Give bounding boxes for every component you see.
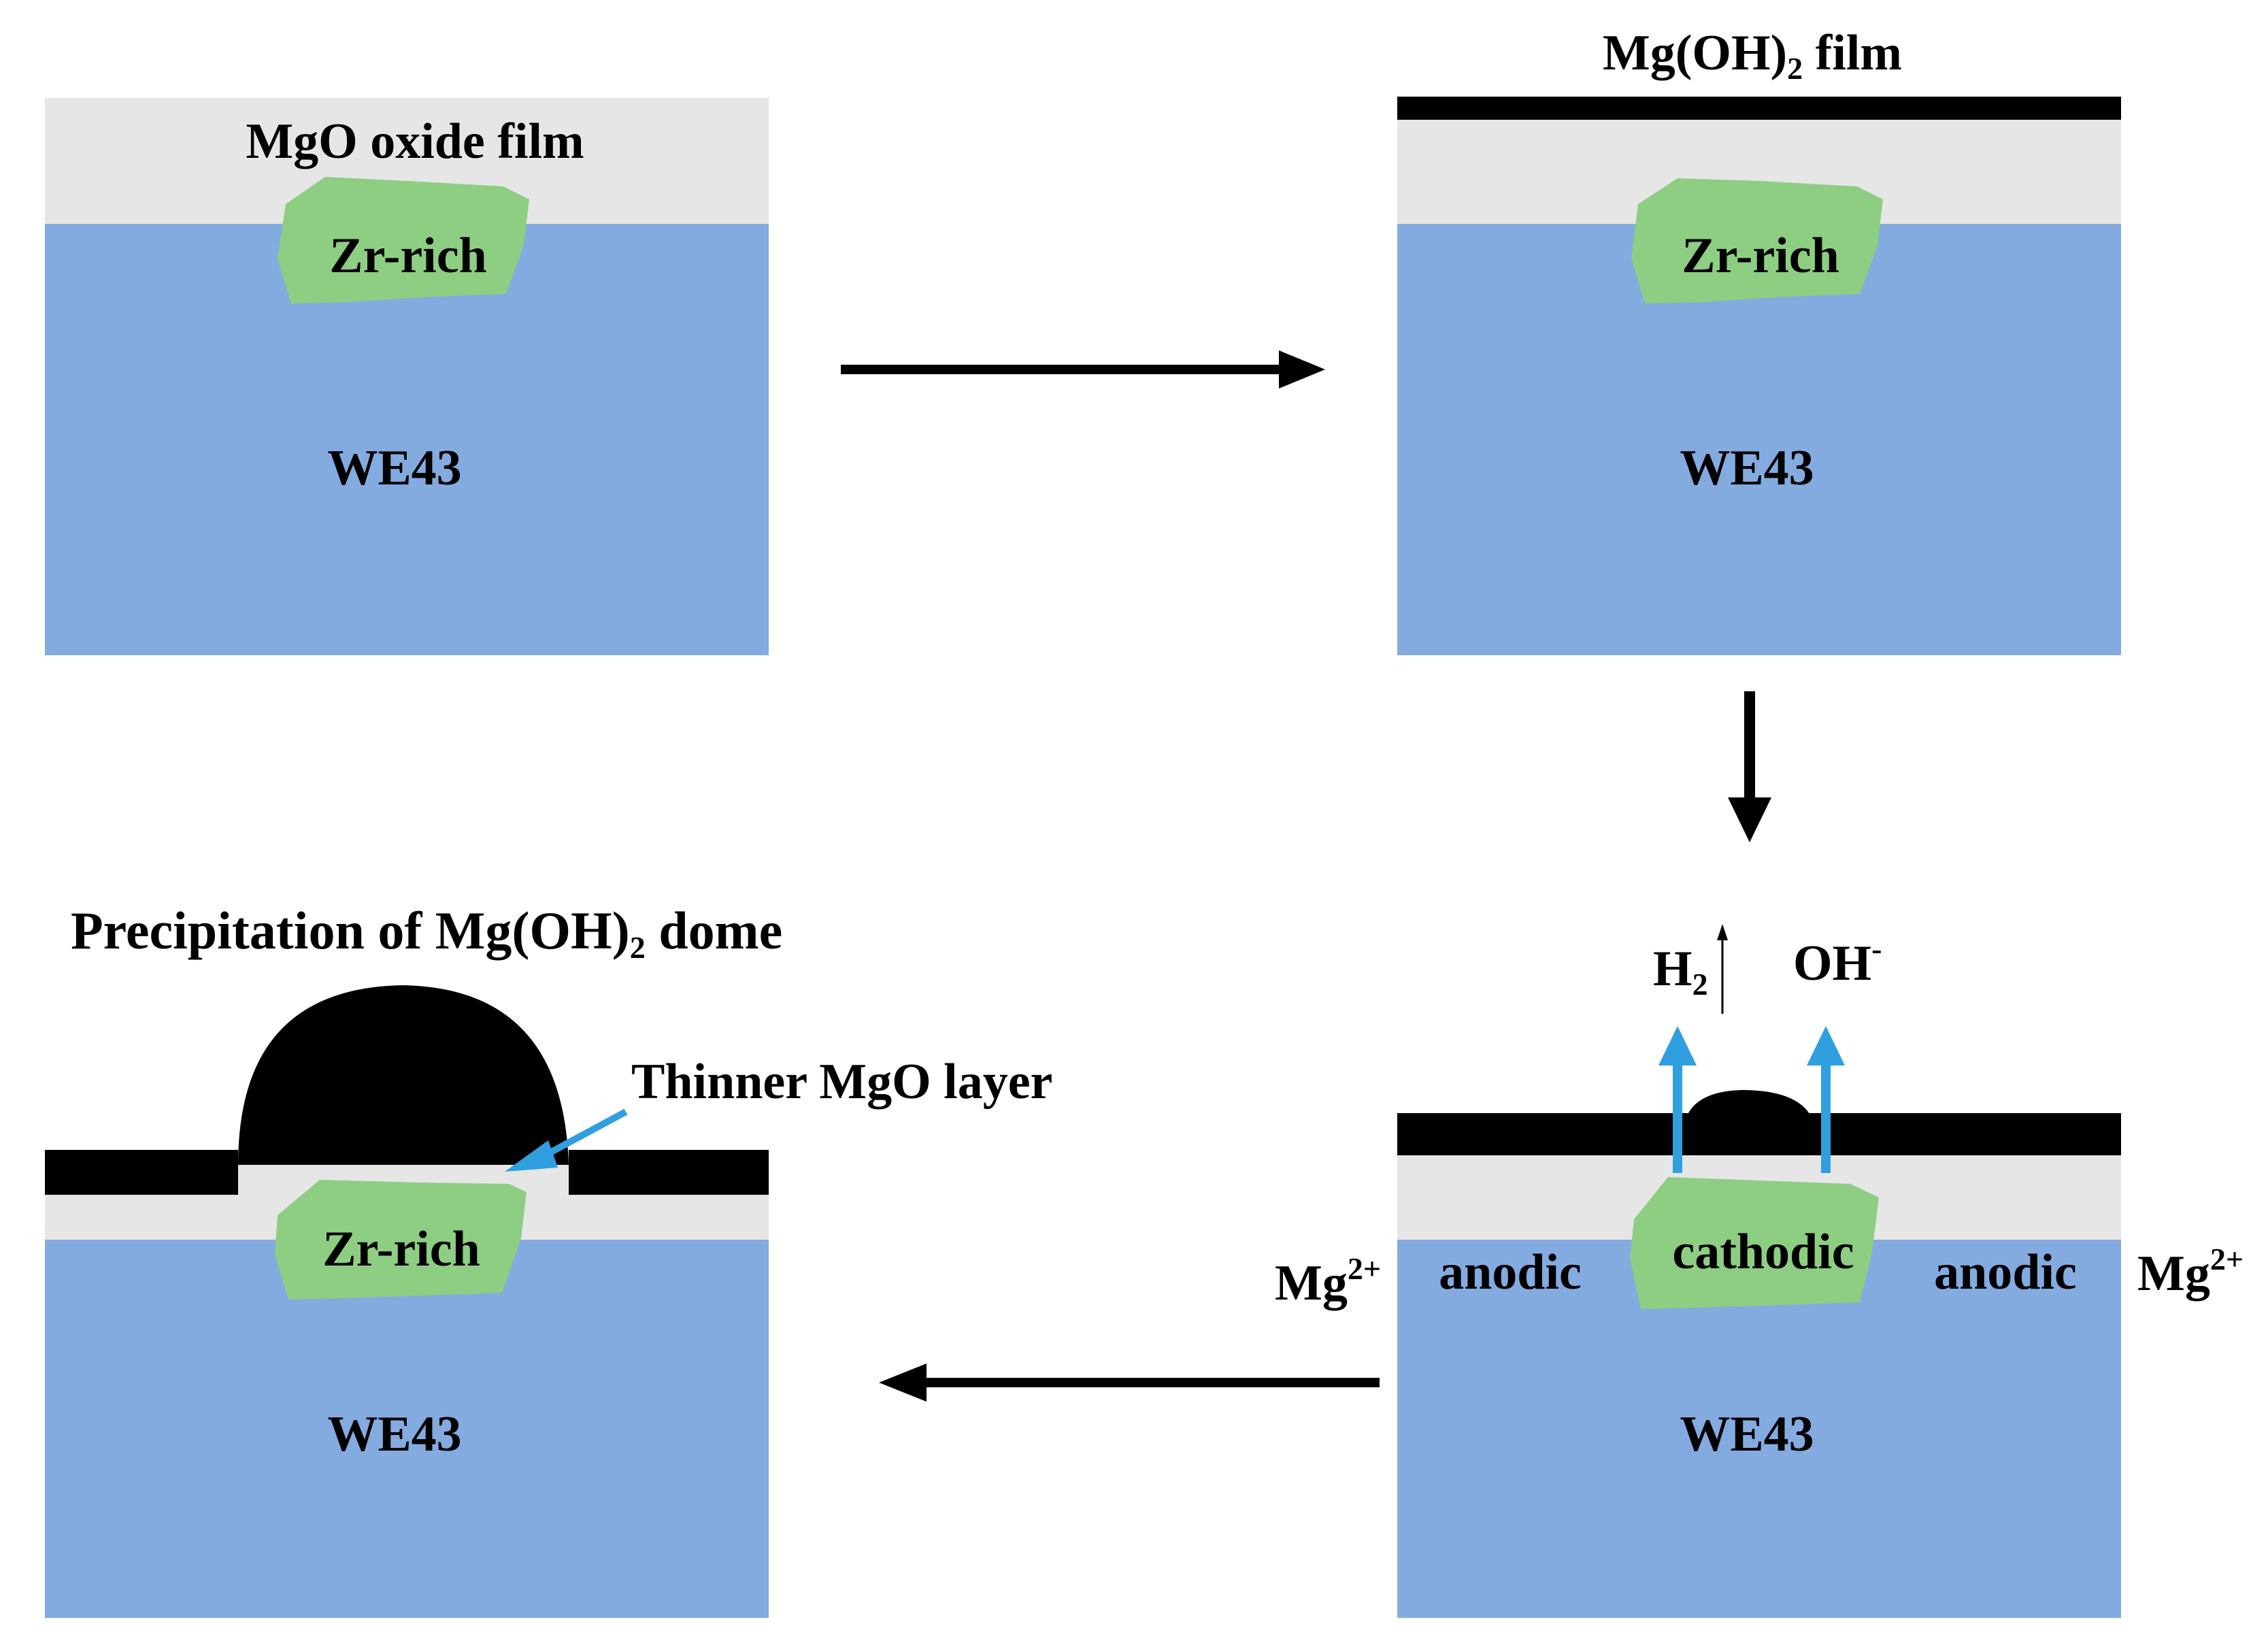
precipitation-title: Precipitation of Mg(OH)2 dome [71,901,782,965]
mgoh2-film-label: Mg(OH)2 film [1603,25,1902,86]
cathodic-label: cathodic [1672,1224,1854,1280]
anodic-label-right: anodic [1934,1244,2077,1300]
zr-rich-label: Zr-rich [322,1221,480,1277]
mgoh2-film [1397,97,2121,120]
thinner-mgo-label: Thinner MgO layer [631,1054,1052,1110]
h2-label: H2 [1653,941,1708,1002]
arrow-right [841,350,1325,389]
zr-rich-particle [278,177,529,303]
mgoh2-film-left-segment [45,1150,238,1195]
we43-substrate [45,1240,769,1618]
panel-galvanic-corrosion: H2 OH- Mg2+ Mg2+ anodic cathodic anodic … [1275,924,2244,1618]
zr-rich-label: Zr-rich [1682,228,1839,284]
zr-rich-particle [1631,178,1883,303]
mgoh2-dome [238,985,569,1165]
arrow-left [879,1364,1380,1402]
we43-label: WE43 [327,440,461,496]
mg-ion-label-right: Mg2+ [2137,1242,2244,1302]
thinner-layer-pointer-head [505,1140,558,1172]
zr-rich-particle [275,1180,527,1300]
zr-rich-particle [1630,1177,1879,1309]
mgo-oxide-film-label: MgO oxide film [246,114,584,169]
h2-up-arrowhead [1717,924,1728,940]
anodic-label-left: anodic [1439,1244,1582,1300]
panel-hydroxide-dome: Precipitation of Mg(OH)2 dome Thinner Mg… [45,901,1052,1618]
small-hydroxide-dome [1687,1090,1811,1116]
we43-label: WE43 [1680,1406,1814,1462]
panel-hydroxide-film: Mg(OH)2 film Zr-rich WE43 [1397,25,2121,655]
mgoh2-film [1397,1113,2121,1155]
panel-initial-state: MgO oxide film Zr-rich WE43 [45,98,769,655]
we43-label: WE43 [327,1406,461,1462]
zr-rich-label: Zr-rich [329,228,487,284]
mg-ion-label-left: Mg2+ [1275,1251,1381,1311]
oh-label: OH- [1793,931,1882,991]
upward-flow-arrowhead-left [1658,1026,1697,1065]
arrow-down [1728,691,1771,842]
upward-flow-arrowhead-right [1807,1026,1845,1065]
we43-label: WE43 [1680,440,1814,496]
mgoh2-film-right-segment [569,1150,769,1195]
